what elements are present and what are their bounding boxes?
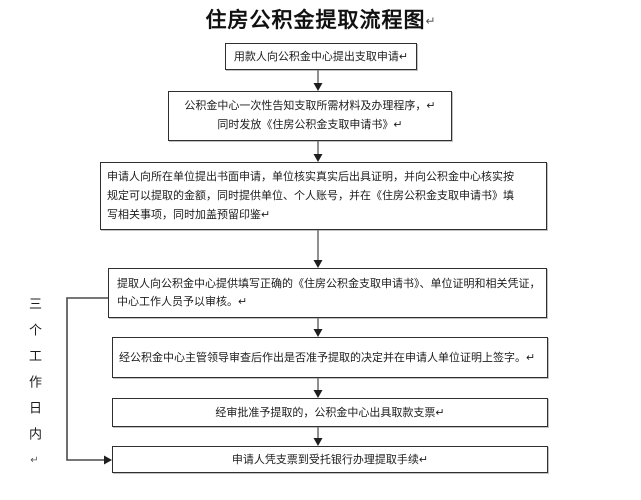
arrowhead-icon	[104, 455, 112, 465]
side-label-three-working-days: 三个工作日内 ↵	[25, 297, 44, 466]
bracket-line-three-days	[66, 297, 108, 461]
arrowhead-icon	[313, 260, 323, 268]
page-title-text: 住房公积金提取流程图	[205, 9, 426, 32]
flow-step-3-box: 申请人向所在单位提出书面申请，单位核实真实后出具证明，并向公积金中心核实按 规定…	[100, 162, 547, 230]
flow-step-5-box: 经公积金中心主管领导审查后作出是否准予提取的决定并在申请人单位证明上签字。↵	[112, 337, 548, 378]
arrowhead-icon	[313, 438, 323, 446]
flow-step-2-box: 公积金中心一次性告知支取所需材料及办理程序，↵ 同时发放《住房公积金支取申请书》…	[168, 91, 452, 141]
flow-step-4-box: 提取人向公积金中心提供填写正确的《住房公积金支取申请书》、单位证明和相关凭证， …	[108, 268, 547, 318]
flow-step-7-box: 申请人凭支票到受托银行办理提取手续↵	[112, 446, 548, 473]
flow-step-6-box: 经审批准予提取的，公积金中心出具取款支票↵	[112, 398, 548, 427]
page-title: 住房公积金提取流程图↵	[0, 4, 641, 34]
arrowhead-icon	[313, 154, 323, 162]
arrowhead-icon	[313, 83, 323, 91]
arrowhead-icon	[313, 390, 323, 398]
flow-step-1-box: 用款人向公积金中心提出支取申请↵	[225, 43, 417, 70]
paragraph-mark: ↵	[425, 14, 436, 28]
paragraph-mark: ↵	[30, 455, 39, 466]
side-label-text: 三个工作日内	[27, 297, 42, 453]
arrowhead-icon	[313, 329, 323, 337]
